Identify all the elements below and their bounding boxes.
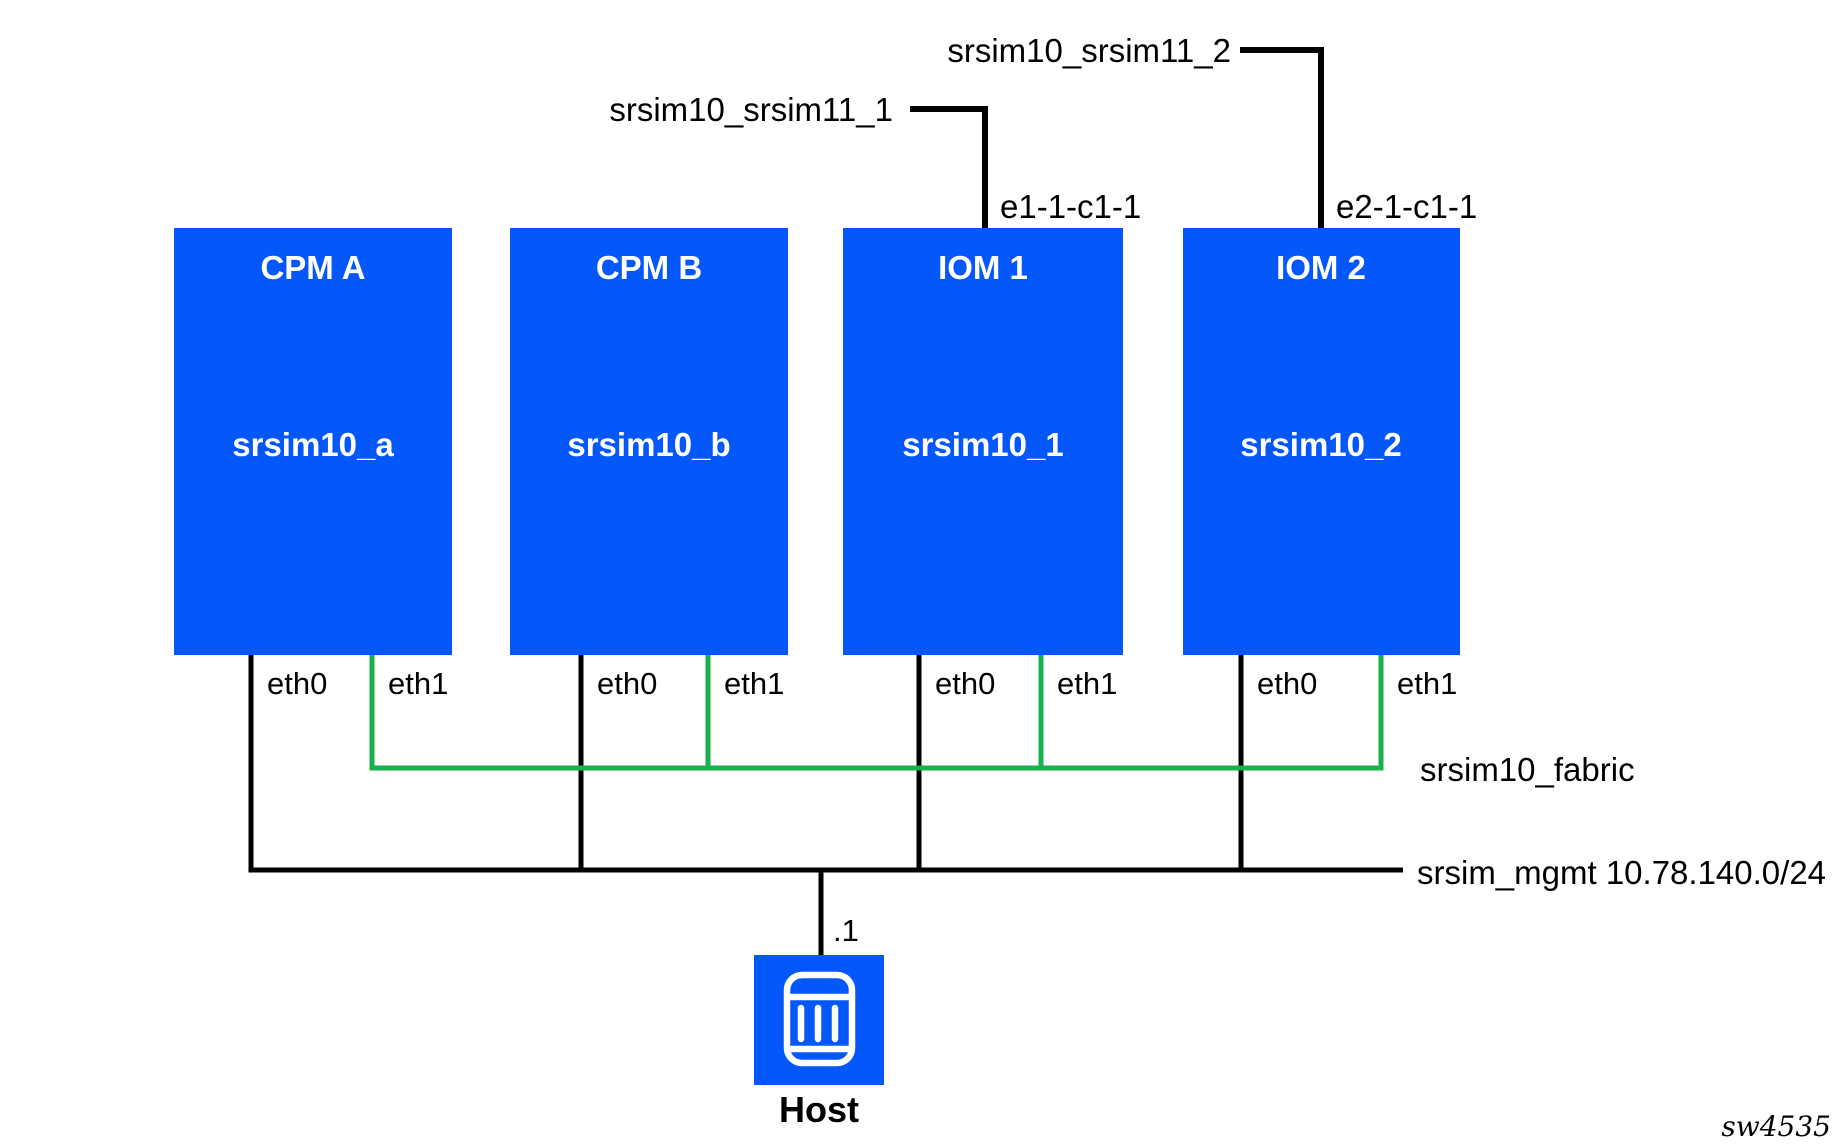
- node-cpm-b-eth1-label: eth1: [724, 666, 784, 701]
- node-cpm-a-eth1-label: eth1: [388, 666, 448, 701]
- node-cpm-a-box: [174, 228, 452, 655]
- node-cpm-a-title: CPM A: [260, 249, 365, 286]
- host-node: .1 Host: [754, 913, 884, 1130]
- host-label: Host: [779, 1089, 859, 1130]
- node-cpm-b-eth0-label: eth0: [597, 666, 657, 701]
- node-iom-1-eth1-label: eth1: [1057, 666, 1117, 701]
- node-iom-2: IOM 2 srsim10_2 eth0 eth1: [1183, 228, 1460, 701]
- external-link-2-label: srsim10_srsim11_2: [947, 32, 1231, 69]
- host-address-label: .1: [833, 913, 859, 948]
- node-cpm-a-name: srsim10_a: [232, 426, 394, 463]
- node-cpm-a: CPM A srsim10_a eth0 eth1: [174, 228, 452, 701]
- node-iom-2-eth0-label: eth0: [1257, 666, 1317, 701]
- figure-watermark: sw4535: [1721, 1110, 1831, 1143]
- node-cpm-b-box: [510, 228, 788, 655]
- node-iom-1: IOM 1 srsim10_1 eth0 eth1: [843, 228, 1123, 701]
- node-iom-2-box: [1183, 228, 1460, 655]
- external-link-1-label: srsim10_srsim11_1: [609, 91, 893, 128]
- external-link-2: srsim10_srsim11_2 e2-1-c1-1: [947, 32, 1477, 228]
- external-link-1: srsim10_srsim11_1 e1-1-c1-1: [609, 91, 1141, 228]
- external-link-1-port-label: e1-1-c1-1: [1000, 188, 1141, 225]
- external-link-2-port-label: e2-1-c1-1: [1336, 188, 1477, 225]
- node-iom-2-name: srsim10_2: [1240, 426, 1401, 463]
- fabric-bus: [369, 655, 1384, 771]
- node-cpm-b: CPM B srsim10_b eth0 eth1: [510, 228, 788, 701]
- external-link-1-line: [910, 106, 988, 228]
- mgmt-bus: [248, 655, 1403, 957]
- node-iom-2-title: IOM 2: [1276, 249, 1366, 286]
- fabric-bus-label: srsim10_fabric: [1420, 751, 1635, 788]
- server-icon: [783, 971, 856, 1067]
- external-link-2-line: [1240, 47, 1324, 228]
- node-iom-2-eth1-label: eth1: [1397, 666, 1457, 701]
- node-cpm-b-title: CPM B: [596, 249, 702, 286]
- node-cpm-a-eth0-label: eth0: [267, 666, 327, 701]
- node-iom-1-box: [843, 228, 1123, 655]
- mgmt-bus-label: srsim_mgmt 10.78.140.0/24: [1417, 854, 1826, 891]
- node-iom-1-eth0-label: eth0: [935, 666, 995, 701]
- node-iom-1-title: IOM 1: [938, 249, 1028, 286]
- node-iom-1-name: srsim10_1: [902, 426, 1063, 463]
- node-cpm-b-name: srsim10_b: [567, 426, 730, 463]
